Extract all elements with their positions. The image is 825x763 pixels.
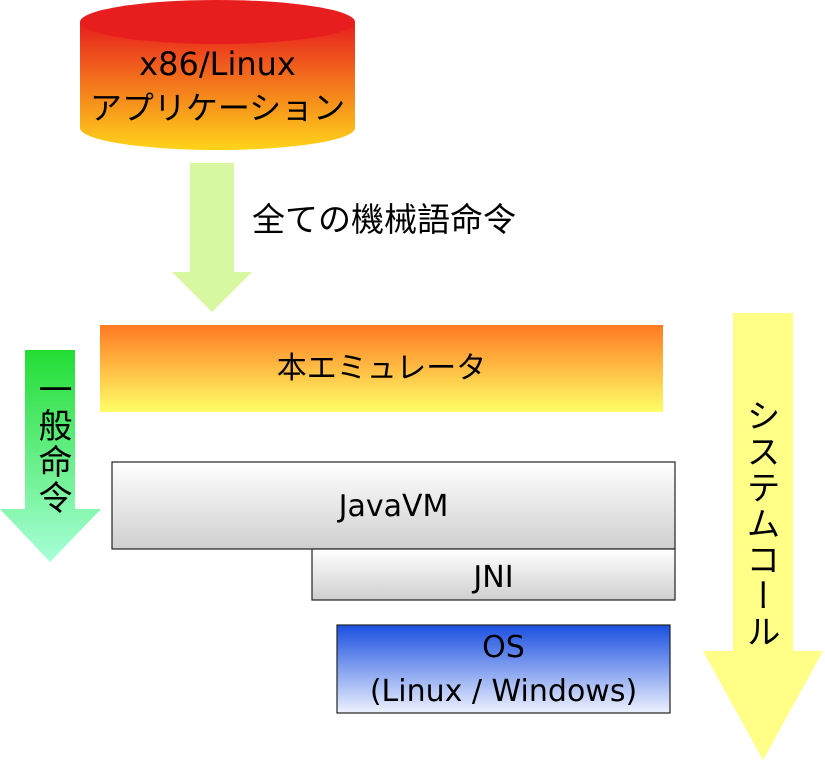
application-label-line1: x86/Linux — [139, 45, 296, 83]
application-label-line2: アプリケーション — [89, 89, 346, 127]
instruction-flow-arrow — [172, 163, 252, 312]
jni-label: JNI — [473, 560, 514, 595]
system-call-arrow — [703, 313, 823, 760]
emulator-bar — [100, 325, 663, 412]
os-label: OS (Linux / Windows) — [337, 626, 670, 714]
javavm-box — [111, 461, 676, 550]
general-instructions-label: 一般命令 — [32, 372, 72, 516]
system-call-label: システムコール — [740, 398, 780, 650]
cylinder-top — [80, 0, 355, 44]
instruction-flow-label: 全ての機械語命令 — [252, 200, 516, 239]
application-label: x86/Linux アプリケーション — [80, 42, 355, 130]
os-label-line2: (Linux / Windows) — [369, 674, 638, 709]
emulator-label: 本エミュレータ — [276, 351, 487, 386]
application-cylinder — [80, 0, 355, 150]
cylinder-body — [80, 22, 355, 150]
os-box — [336, 624, 671, 714]
general-instructions-arrow — [0, 350, 101, 562]
javavm-label: JavaVM — [338, 489, 449, 524]
jni-box — [311, 548, 676, 601]
os-label-line1: OS — [482, 630, 525, 665]
